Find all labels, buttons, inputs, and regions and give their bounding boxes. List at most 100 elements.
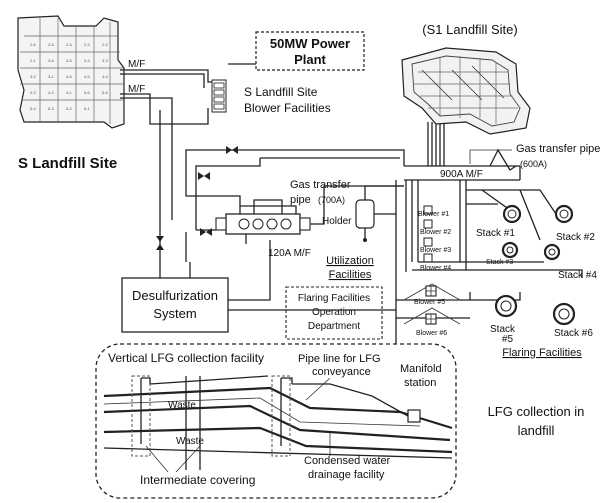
gas-transfer-pipe-600-label-1: Gas transfer pipe <box>516 143 600 155</box>
stack-5-label-2: #5 <box>502 334 514 345</box>
utilization-label-2: Facilities <box>329 269 372 281</box>
blower-6-label: Blower #6 <box>416 330 447 337</box>
blower-facilities-label-1: S Landfill Site <box>244 85 318 99</box>
manifold-label-2: station <box>404 377 436 389</box>
s-site-cell-label: 5-1 <box>84 106 91 111</box>
header-120a <box>185 149 404 262</box>
mf-label-top: M/F <box>128 59 145 70</box>
s-site-cell-label: 3-4 <box>84 58 91 63</box>
holder-label: Holder <box>322 216 352 227</box>
power-plant-box <box>255 31 365 71</box>
s-site-cell-label: 2-6 <box>30 42 37 47</box>
s-site-cell-labels: 2-6 2-5 2-4 2-3 2-2 2-1 3-6 3-5 3-4 3-3 3-2 3-1 4-6 4… <box>30 42 109 111</box>
stack-3-label: Stack #3 <box>486 259 513 266</box>
s-site-cell-label: 3-6 <box>48 58 55 63</box>
blower-4-label: Blower #4 <box>420 265 451 272</box>
blower-3-symbol <box>423 237 433 247</box>
s-site-cell-label: 4-1 <box>66 90 73 95</box>
s-site-cell-label: 3-1 <box>48 74 55 79</box>
gas-holder <box>355 185 404 242</box>
utilization-label-1: Utilization <box>326 255 374 267</box>
s-landfill-site-map: 2-6 2-5 2-4 2-3 2-2 2-1 3-6 3-5 3-4 3-3 3-2 3-1 4-6 4… <box>17 15 125 129</box>
pipe-900a-label: 900A M/F <box>440 169 483 180</box>
intermediate-covering-label: Intermediate covering <box>140 473 255 487</box>
desulfurization-system-box <box>121 277 229 333</box>
stacks-group <box>494 204 576 326</box>
desulfurization-label-1: Desulfurization <box>132 288 218 303</box>
main-gas-header <box>252 148 521 181</box>
pipeline-label-1: Pipe line for LFG <box>298 353 381 365</box>
s-landfill-site-label: S Landfill Site <box>18 155 117 172</box>
s-site-cell-label: 5-5 <box>102 90 109 95</box>
blower-1-symbol <box>423 205 433 215</box>
lfg-in-landfill-label-2: landfill <box>518 423 555 438</box>
blower-5-label: Blower #5 <box>414 299 445 306</box>
gas-transfer-pipe-700-label-2: pipe <box>290 194 311 206</box>
s-site-blower-facilities <box>211 79 227 113</box>
blower-4-symbol <box>423 253 433 263</box>
flaring-ops-label-2: Operation <box>312 307 356 318</box>
s-site-cell-label: 2-1 <box>30 58 37 63</box>
s-site-cell-label: 2-5 <box>48 42 55 47</box>
s-site-cell-label: 5-6 <box>84 90 91 95</box>
s1-landfill-site-map <box>401 47 531 135</box>
blower-3-label: Blower #3 <box>420 247 451 254</box>
blower-2-label: Blower #2 <box>420 229 451 236</box>
s-site-cell-label: 2-3 <box>84 42 91 47</box>
pipeline-label-2: conveyance <box>312 366 371 378</box>
s-site-cell-label: 3-5 <box>66 58 73 63</box>
s-site-cell-label: 2-2 <box>102 42 109 47</box>
gas-transfer-pipe-700-size: (700A) <box>318 195 345 205</box>
valve-markers <box>156 146 238 250</box>
condensed-water-label-1: Condensed water <box>304 455 391 467</box>
blower-manifold-lines <box>395 180 467 348</box>
power-plant-label-2: Plant <box>294 52 326 67</box>
s-site-headers <box>120 69 214 220</box>
pipe-120a-label: 120A M/F <box>268 248 311 259</box>
gas-transfer-pipe-600-label-2: (600A) <box>520 159 547 169</box>
blowers-group-upper <box>423 205 433 263</box>
manifold-label-1: Manifold <box>400 363 442 375</box>
power-plant-label-1: 50MW Power <box>270 36 350 51</box>
flaring-facilities-label: Flaring Facilities <box>502 347 582 359</box>
vertical-lfg-label: Vertical LFG collection facility <box>108 351 264 365</box>
s1-landfill-site-label: (S1 Landfill Site) <box>422 22 517 37</box>
stack-6-label: Stack #6 <box>554 328 593 339</box>
mf-label-bottom: M/F <box>128 84 145 95</box>
flaring-operation-department-box <box>285 286 383 340</box>
gas-transfer-pipe-700-label-1: Gas transfer <box>290 179 351 191</box>
s-site-cell-label: 5-3 <box>48 106 55 111</box>
condensed-water-label-2: drainage facility <box>308 469 385 481</box>
waste-label-lower: Waste <box>176 436 204 447</box>
s-site-cell-label: 4-4 <box>102 74 109 79</box>
desulfurization-label-2: System <box>153 306 196 321</box>
lfg-in-landfill-label-1: LFG collection in <box>488 404 585 419</box>
s-site-cell-label: 4-5 <box>84 74 91 79</box>
blower-2-symbol <box>423 219 433 229</box>
stack-5-label-1: Stack <box>490 324 516 335</box>
manifold-station-symbol <box>407 409 421 423</box>
stack-1-label: Stack #1 <box>476 228 515 239</box>
s-site-cell-label: 4-6 <box>66 74 73 79</box>
s-site-cell-label: 5-2 <box>66 106 73 111</box>
s-site-cell-label: 3-2 <box>30 74 37 79</box>
stack-4-label: Stack #4 <box>558 270 597 281</box>
s-site-cell-label: 3-3 <box>102 58 109 63</box>
s-site-cell-label: 5-4 <box>30 106 37 111</box>
s-site-cell-label: 4-2 <box>48 90 55 95</box>
flaring-ops-label-1: Flaring Facilities <box>298 293 370 304</box>
leader-lines <box>145 377 331 473</box>
s-site-cell-label: 2-4 <box>66 42 73 47</box>
flaring-ops-label-3: Department <box>308 321 360 332</box>
blower-facilities-label-2: Blower Facilities <box>244 101 331 115</box>
waste-label-upper: Waste <box>168 400 196 411</box>
blower-1-label: Blower #1 <box>418 211 449 218</box>
vertical-well-right <box>271 375 291 457</box>
vertical-well-left <box>131 375 151 457</box>
s1-transfer-pipes <box>427 122 445 166</box>
s-site-cell-label: 4-3 <box>30 90 37 95</box>
stack-2-label: Stack #2 <box>556 232 595 243</box>
well-pipes <box>140 375 373 470</box>
